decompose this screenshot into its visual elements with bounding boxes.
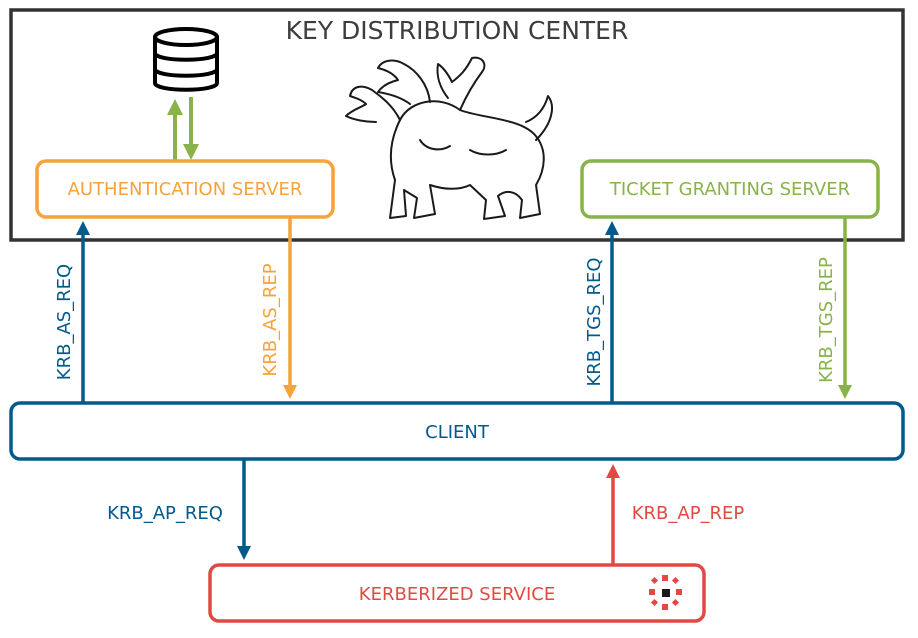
tgs-rep-label: KRB_TGS_REP xyxy=(816,257,837,383)
cerberus-icon xyxy=(345,56,553,220)
ap-req-label: KRB_AP_REQ xyxy=(107,503,223,524)
client-box xyxy=(9,401,905,461)
authentication-server-label: AUTHENTICATION SERVER xyxy=(68,179,303,200)
as-req-label: KRB_AS_REQ xyxy=(54,264,75,380)
kdc-title: KEY DISTRIBUTION CENTER xyxy=(286,16,629,45)
database-icon xyxy=(153,27,219,92)
ticket-granting-server-label: TICKET GRANTING SERVER xyxy=(609,179,850,200)
as-rep-label: KRB_AS_REP xyxy=(260,263,281,376)
ticket-granting-server-box xyxy=(580,159,880,219)
client-label: CLIENT xyxy=(425,422,490,443)
authentication-server-box xyxy=(35,159,335,219)
tgs-req-label: KRB_TGS_REQ xyxy=(584,257,605,386)
service-logo-icon xyxy=(649,575,682,610)
ap-rep-label: KRB_AP_REP xyxy=(632,503,745,524)
kerberized-service-box xyxy=(208,563,706,623)
kerberized-service-label: KERBERIZED SERVICE xyxy=(359,584,555,605)
